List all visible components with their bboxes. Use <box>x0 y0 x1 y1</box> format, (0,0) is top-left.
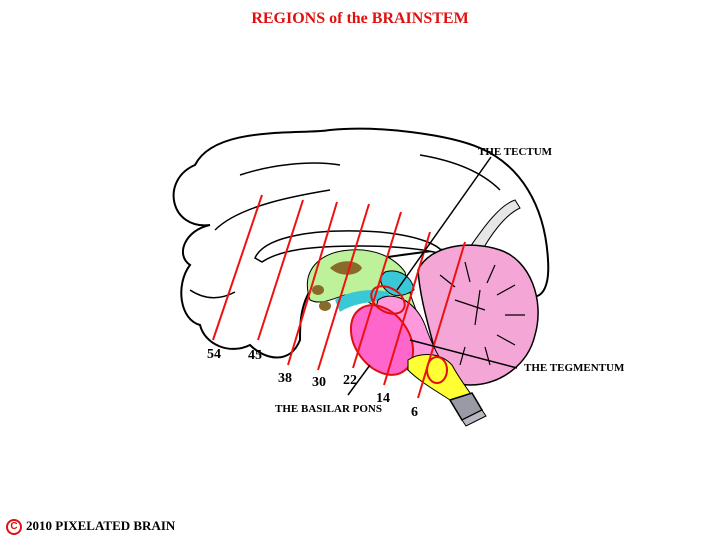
section-line-45 <box>257 199 304 341</box>
section-number-30: 30 <box>312 375 326 390</box>
gyrus-contour <box>419 154 501 191</box>
section-line-30 <box>317 203 370 371</box>
section-number-14: 14 <box>376 391 390 406</box>
basilar-pons-leader <box>347 364 371 396</box>
gyrus-contour <box>214 189 331 231</box>
aqueduct-band <box>335 290 392 312</box>
basilar-pons-label: THE BASILAR PONS <box>275 403 382 415</box>
tegmentum-leader <box>409 339 518 369</box>
mammillary-body <box>319 301 331 311</box>
section-line-14 <box>383 231 431 386</box>
tectum-outline <box>370 285 406 315</box>
gyrus-contour <box>189 289 236 299</box>
section-lines <box>212 194 466 399</box>
section-number-45: 45 <box>248 348 262 363</box>
section-line-6 <box>417 241 466 399</box>
gyrus-contour <box>239 162 341 176</box>
thalamus <box>330 261 362 275</box>
section-number-6: 6 <box>411 405 418 420</box>
section-line-22 <box>352 211 402 369</box>
tegmentum-label: THE TEGMENTUM <box>524 362 625 374</box>
page-title: REGIONS of the BRAINSTEM <box>251 10 469 27</box>
tectum-leader <box>396 156 492 291</box>
spinal-cord-lower <box>461 409 487 427</box>
section-line-38 <box>287 201 338 366</box>
section-number-38: 38 <box>278 371 292 386</box>
tectum-label: THE TECTUM <box>478 146 553 158</box>
copyright-icon: C <box>6 519 22 536</box>
cerebellar-folia <box>439 261 525 366</box>
copyright-text: 2010 PIXELATED BRAIN <box>26 518 176 533</box>
section-line-54 <box>212 194 263 341</box>
section-number-22: 22 <box>343 373 357 388</box>
copyright-footer: C 2010 PIXELATED BRAIN <box>6 518 176 536</box>
section-number-54: 54 <box>207 347 221 362</box>
hypothalamus-nucleus <box>312 285 324 295</box>
occipital-band <box>467 199 521 259</box>
